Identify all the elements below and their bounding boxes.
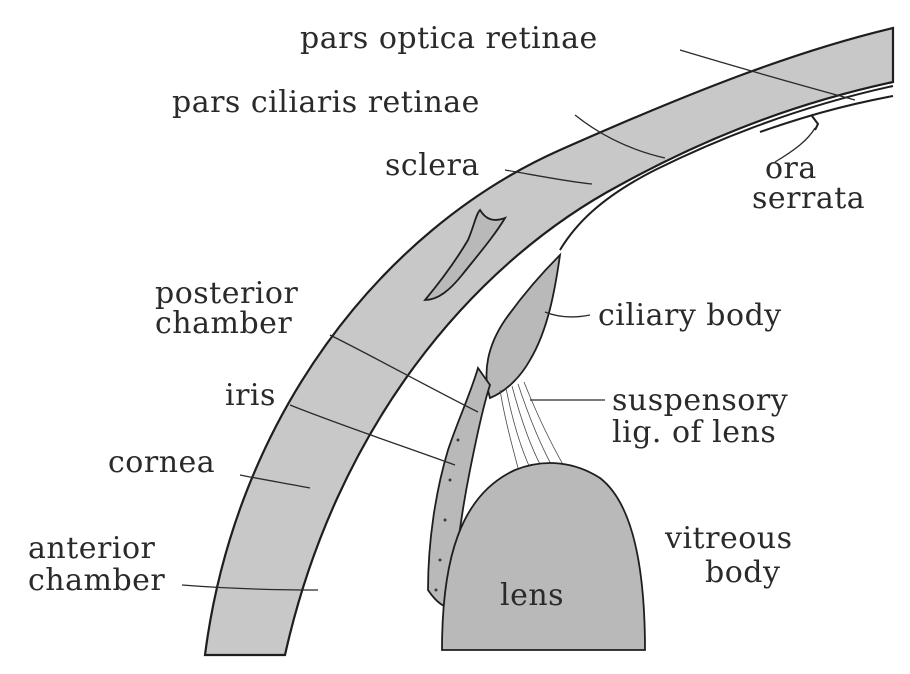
label-ora-serrata-1: ora xyxy=(765,151,817,186)
label-vitreous-2: body xyxy=(705,555,780,590)
label-sclera: sclera xyxy=(385,148,480,183)
label-pars-ciliaris-retinae: pars ciliaris retinae xyxy=(172,85,480,120)
leader-lines xyxy=(181,49,856,591)
lens-shape xyxy=(441,462,646,651)
label-suspensory-1: suspensory xyxy=(612,383,788,418)
label-cornea: cornea xyxy=(108,445,215,480)
ciliary-body-shape xyxy=(485,252,562,400)
label-pars-optica-retinae: pars optica retinae xyxy=(300,21,598,56)
label-anterior-chamber-2: chamber xyxy=(28,563,165,598)
ora-serrata-mark xyxy=(811,115,820,131)
label-vitreous-1: vitreous xyxy=(664,521,792,556)
label-posterior-chamber-1: posterior xyxy=(155,276,298,311)
iris-pigment-dots xyxy=(434,438,460,592)
pars-ciliaris-retinae-layer xyxy=(759,95,894,133)
label-lens: lens xyxy=(500,578,564,613)
label-anterior-chamber-1: anterior xyxy=(28,531,156,566)
label-ciliary-body: ciliary body xyxy=(598,298,782,333)
label-posterior-chamber-2: chamber xyxy=(155,306,292,341)
label-iris: iris xyxy=(225,378,276,413)
label-suspensory-2: lig. of lens xyxy=(612,415,776,450)
episcleral-tissue xyxy=(423,208,508,301)
iris-shape xyxy=(427,365,491,608)
suspensory-ligament-fibers xyxy=(499,381,566,469)
label-ora-serrata-2: serrata xyxy=(752,181,865,216)
pars-optica-retinae-layer xyxy=(559,85,894,251)
